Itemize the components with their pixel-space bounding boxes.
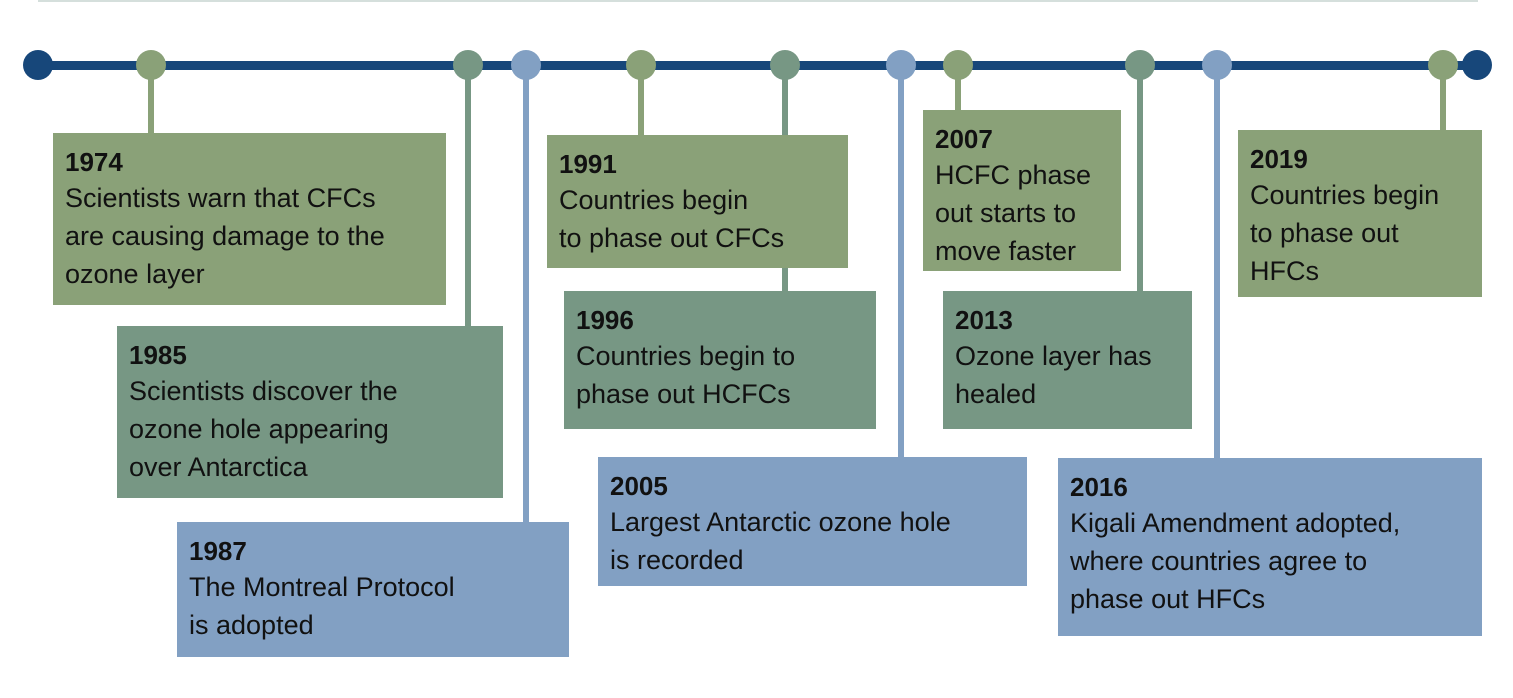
event-desc-line: Ozone layer has bbox=[955, 341, 1152, 371]
event-box-2005: 2005 Largest Antarctic ozone hole is rec… bbox=[598, 457, 1027, 586]
event-desc-line: out starts to bbox=[935, 198, 1077, 228]
event-box-2007: 2007 HCFC phase out starts to move faste… bbox=[923, 110, 1121, 271]
event-desc-line: Kigali Amendment adopted, bbox=[1070, 508, 1401, 538]
event-desc-line: phase out HCFCs bbox=[576, 379, 791, 409]
event-desc-line: HFCs bbox=[1250, 256, 1319, 286]
event-box-1991: 1991 Countries begin to phase out CFCs bbox=[547, 135, 848, 268]
event-year: 1987 bbox=[189, 536, 247, 566]
event-year: 2005 bbox=[610, 471, 668, 501]
event-year: 2013 bbox=[955, 305, 1013, 335]
timeline-start-marker bbox=[23, 50, 53, 80]
event-box-2013: 2013 Ozone layer has healed bbox=[943, 291, 1192, 429]
event-desc-line: HCFC phase bbox=[935, 160, 1092, 190]
event-desc-line: Scientists discover the bbox=[129, 376, 398, 406]
marker-2005 bbox=[886, 50, 916, 80]
event-box-1985: 1985 Scientists discover the ozone hole … bbox=[117, 326, 503, 498]
event-year: 1985 bbox=[129, 340, 187, 370]
event-box-2016: 2016 Kigali Amendment adopted, where cou… bbox=[1058, 458, 1482, 636]
event-box-1987: 1987 The Montreal Protocol is adopted bbox=[177, 522, 569, 657]
event-desc-line: to phase out CFCs bbox=[559, 223, 785, 253]
marker-2019 bbox=[1428, 50, 1458, 80]
marker-2007 bbox=[943, 50, 973, 80]
event-year: 2007 bbox=[935, 124, 993, 154]
event-desc-line: where countries agree to bbox=[1070, 546, 1368, 576]
event-desc-line: Scientists warn that CFCs bbox=[65, 183, 376, 213]
event-desc-line: Largest Antarctic ozone hole bbox=[610, 507, 951, 537]
event-year: 1996 bbox=[576, 305, 634, 335]
event-box-1974: 1974 Scientists warn that CFCs are causi… bbox=[53, 133, 446, 305]
event-desc-line: is recorded bbox=[610, 545, 744, 575]
event-desc-line: phase out HFCs bbox=[1070, 584, 1266, 614]
event-desc-line: is adopted bbox=[189, 610, 314, 640]
event-year: 1974 bbox=[65, 147, 123, 177]
stem-2005 bbox=[898, 65, 904, 459]
event-desc-line: to phase out bbox=[1250, 218, 1399, 248]
stem-1987 bbox=[523, 65, 529, 523]
event-year: 2016 bbox=[1070, 472, 1128, 502]
stem-1974 bbox=[148, 65, 154, 135]
stem-2013 bbox=[1137, 65, 1143, 293]
event-desc-line: over Antarctica bbox=[129, 452, 308, 482]
event-desc-line: ozone hole appearing bbox=[129, 414, 389, 444]
top-rule bbox=[38, 0, 1478, 2]
event-desc-line: Countries begin to bbox=[576, 341, 796, 371]
event-desc-line: Countries begin bbox=[559, 185, 749, 215]
marker-1987 bbox=[511, 50, 541, 80]
timeline-axis bbox=[38, 61, 1478, 70]
stem-1985 bbox=[465, 65, 471, 327]
event-desc-line: The Montreal Protocol bbox=[189, 572, 455, 602]
marker-1974 bbox=[136, 50, 166, 80]
event-box-2019: 2019 Countries begin to phase out HFCs bbox=[1238, 130, 1482, 297]
stem-2019 bbox=[1440, 65, 1446, 131]
event-year: 1991 bbox=[559, 149, 617, 179]
event-desc-line: are causing damage to the bbox=[65, 221, 385, 251]
marker-1996 bbox=[770, 50, 800, 80]
event-desc-line: healed bbox=[955, 379, 1037, 409]
event-year: 2019 bbox=[1250, 144, 1308, 174]
stem-2007 bbox=[955, 65, 961, 111]
marker-2013 bbox=[1125, 50, 1155, 80]
event-desc-line: ozone layer bbox=[65, 259, 205, 289]
event-box-1996: 1996 Countries begin to phase out HCFCs bbox=[564, 291, 876, 429]
marker-1991 bbox=[626, 50, 656, 80]
stem-2016 bbox=[1214, 65, 1220, 459]
event-desc-line: move faster bbox=[935, 236, 1077, 266]
event-desc-line: Countries begin bbox=[1250, 180, 1440, 210]
stem-1991 bbox=[638, 65, 644, 136]
marker-1985 bbox=[453, 50, 483, 80]
timeline-end-marker bbox=[1462, 50, 1492, 80]
marker-2016 bbox=[1202, 50, 1232, 80]
